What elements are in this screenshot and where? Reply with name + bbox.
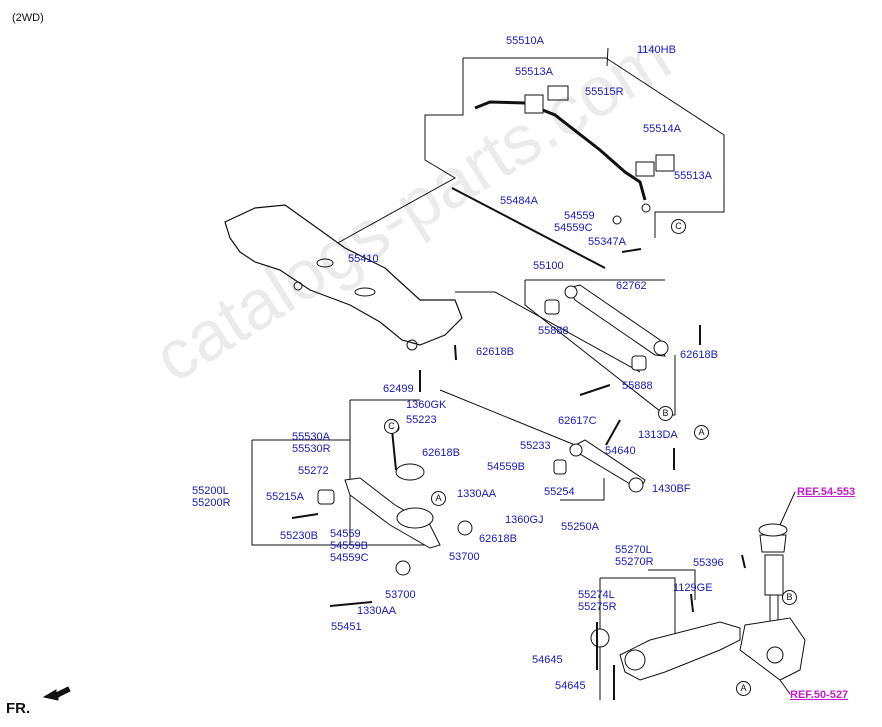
stabilizer-bracket-right xyxy=(635,161,655,177)
part-label[interactable]: 55200R xyxy=(192,497,231,509)
callout-a: A xyxy=(431,491,446,506)
front-direction-label: FR. xyxy=(6,700,31,717)
part-label[interactable]: 54559B xyxy=(330,540,368,552)
part-label[interactable]: 62618B xyxy=(479,533,517,545)
part-label[interactable]: 55396 xyxy=(693,557,724,569)
ref-link-50-527[interactable]: REF.50-527 xyxy=(790,689,849,701)
part-label[interactable]: 54640 xyxy=(605,445,636,457)
part-label[interactable]: 55274L xyxy=(578,589,615,601)
part-label[interactable]: 55200L xyxy=(192,485,229,497)
callout-b: B xyxy=(658,406,673,421)
part-label[interactable]: 54559C xyxy=(554,222,593,234)
part-label[interactable]: 1140HB xyxy=(637,44,676,56)
part-label[interactable]: 55451 xyxy=(331,621,362,633)
ref-link-54-553[interactable]: REF.54-553 xyxy=(797,486,856,498)
part-label[interactable]: 55272 xyxy=(298,465,329,477)
part-label[interactable]: 55514A xyxy=(643,123,681,135)
lateral-rod xyxy=(451,187,606,269)
part-label[interactable]: 55530A xyxy=(292,431,330,443)
part-label[interactable]: 55275R xyxy=(578,601,617,613)
part-label[interactable]: 1330AA xyxy=(457,488,497,500)
part-label[interactable]: 55270R xyxy=(615,556,654,568)
part-label[interactable]: 55254 xyxy=(544,486,575,498)
part-label[interactable]: 55230B xyxy=(280,530,318,542)
part-label[interactable]: 1330AA xyxy=(357,605,397,617)
part-label[interactable]: 55223 xyxy=(406,414,437,426)
part-label[interactable]: 55484A xyxy=(500,195,538,207)
callout-c: C xyxy=(384,419,399,434)
callout-a: A xyxy=(694,425,709,440)
upper-control-arm xyxy=(567,284,666,357)
stabilizer-bracket-left xyxy=(547,85,569,101)
crossmember xyxy=(224,204,463,346)
part-label[interactable]: 55510A xyxy=(506,35,544,47)
part-label[interactable]: 55888 xyxy=(538,325,569,337)
part-label[interactable]: 62762 xyxy=(616,280,647,292)
part-label[interactable]: 62499 xyxy=(383,383,414,395)
spring-seat xyxy=(395,463,425,481)
part-label[interactable]: 55250A xyxy=(561,521,599,533)
part-label[interactable]: 54559B xyxy=(487,461,525,473)
part-label[interactable]: 62618B xyxy=(680,349,718,361)
part-label[interactable]: 54645 xyxy=(555,680,586,692)
shock-absorber-body xyxy=(764,554,784,596)
part-label[interactable]: 55515R xyxy=(585,86,624,98)
lower-control-arm xyxy=(344,477,441,549)
part-label[interactable]: 55888 xyxy=(622,380,653,392)
part-label[interactable]: 53700 xyxy=(385,589,416,601)
part-label[interactable]: 1430BF xyxy=(652,483,691,495)
part-label[interactable]: 55513A xyxy=(515,66,553,78)
part-label[interactable]: 1360GJ xyxy=(505,514,544,526)
rear-trailing-arm xyxy=(619,621,741,681)
part-label[interactable]: 53700 xyxy=(449,551,480,563)
front-direction-arrow xyxy=(42,686,71,701)
part-label[interactable]: 62618B xyxy=(422,447,460,459)
callout-a: A xyxy=(736,681,751,696)
part-label[interactable]: 1360GK xyxy=(406,399,447,411)
part-label[interactable]: 55410 xyxy=(348,253,379,265)
part-label[interactable]: 62617C xyxy=(558,415,597,427)
part-label[interactable]: 54559C xyxy=(330,552,369,564)
trailing-arm-link xyxy=(568,439,646,491)
part-label[interactable]: 54645 xyxy=(532,654,563,666)
part-label[interactable]: 54559 xyxy=(564,210,595,222)
part-label[interactable]: 1313DA xyxy=(638,429,678,441)
part-label[interactable]: 1129GE xyxy=(673,582,713,594)
callout-b: B xyxy=(782,590,797,605)
part-label[interactable]: 55530R xyxy=(292,443,331,455)
part-label[interactable]: 62618B xyxy=(476,346,514,358)
stabilizer-bushing-left xyxy=(524,94,544,114)
stabilizer-group-outline xyxy=(463,57,725,238)
part-label[interactable]: 55347A xyxy=(588,236,626,248)
variant-label: (2WD) xyxy=(12,12,44,24)
part-label[interactable]: 55215A xyxy=(266,491,304,503)
stabilizer-bar xyxy=(474,100,647,201)
part-label[interactable]: 55270L xyxy=(615,544,652,556)
callout-c: C xyxy=(671,219,686,234)
part-label[interactable]: 55100 xyxy=(533,260,564,272)
part-label[interactable]: 54559 xyxy=(330,528,361,540)
part-label[interactable]: 55513A xyxy=(674,170,712,182)
part-label[interactable]: 55233 xyxy=(520,440,551,452)
stabilizer-bushing-right xyxy=(655,154,675,172)
